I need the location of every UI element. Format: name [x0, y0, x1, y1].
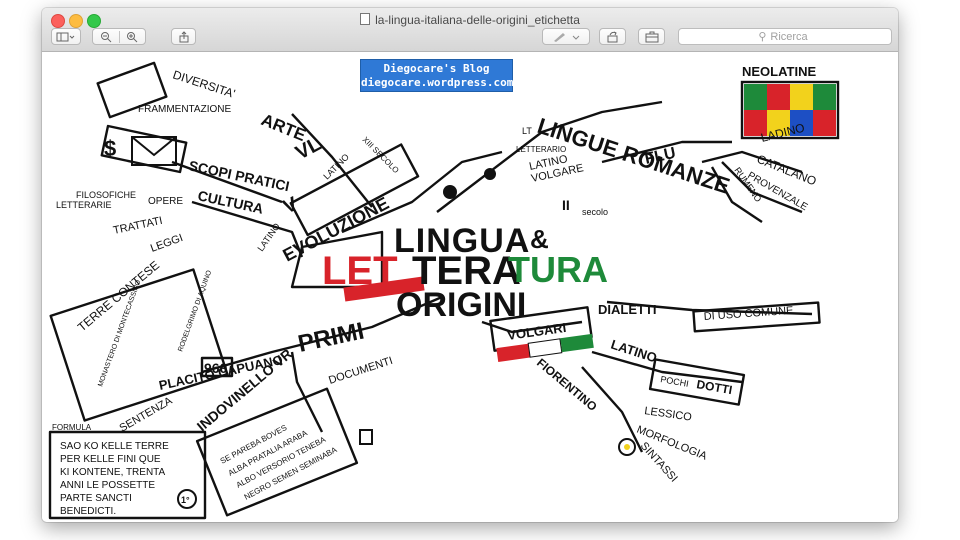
- daisy-center-icon: [624, 444, 630, 450]
- formula-line-1: SAO KO KELLE TERRE: [60, 441, 169, 452]
- search-placeholder: Ricerca: [770, 31, 807, 43]
- sidebar-icon: [56, 32, 76, 42]
- rotate-button[interactable]: [599, 28, 626, 45]
- lt-label: LT: [522, 126, 532, 136]
- v-label: V: [280, 193, 302, 219]
- primi-label: PRIMI: [296, 318, 367, 358]
- pochi-label: POCHI: [660, 374, 690, 389]
- document-icon: [360, 13, 370, 25]
- center-let: LET: [322, 249, 398, 293]
- markup-button[interactable]: [542, 28, 590, 45]
- dollar-icon: $: [104, 136, 116, 161]
- mind-map-drawing: $ LINGUA & LET TERA TURA PRIMI ORIGINI E…: [42, 52, 898, 522]
- formula-line-6: BENEDICTI.: [60, 506, 116, 517]
- formula-line-3: KI KONTENE, TRENTA: [60, 467, 166, 478]
- origini-label: ORIGINI: [396, 286, 526, 324]
- window-title: la-lingua-italiana-delle-origini_etichet…: [42, 12, 898, 28]
- preview-window: la-lingua-italiana-delle-origini_etichet…: [42, 8, 898, 522]
- search-field[interactable]: ⚲ Ricerca: [678, 28, 892, 45]
- toolbox-icon: [645, 31, 659, 43]
- diversita-label: DIVERSITA': [171, 68, 237, 101]
- envelope-icon: [132, 137, 176, 165]
- share-button[interactable]: [171, 28, 196, 45]
- mind-map-image: Diegocare's Blog diegocare.wordpress.com: [42, 52, 898, 522]
- neolatine-label: NEOLATINE: [742, 64, 816, 79]
- latino-volgari-label: LATINO: [609, 337, 659, 366]
- zoom-in-button[interactable]: [120, 31, 146, 43]
- opere-label: OPERE: [148, 196, 183, 207]
- letterario-label: LETTERARIO: [516, 145, 566, 154]
- year-label: 960: [204, 360, 228, 376]
- formula-line-5: PARTE SANCTI: [60, 493, 132, 504]
- lessico-label: LESSICO: [644, 405, 693, 424]
- trattati-label: TRATTATI: [112, 215, 164, 237]
- xiii-label: XIII SECOLO: [361, 135, 401, 175]
- rodelgrimo-label: RODELGRIMO DI AQUINO: [177, 269, 213, 353]
- zoom-out-icon: [100, 31, 112, 43]
- rotate-icon: [606, 31, 620, 43]
- sidebar-toggle-button[interactable]: [51, 28, 81, 45]
- leggi-label: LEGGI: [149, 232, 185, 255]
- title-bar: la-lingua-italiana-delle-origini_etichet…: [42, 8, 898, 52]
- zoom-segmented-control: [92, 28, 146, 45]
- search-icon: ⚲: [758, 30, 766, 43]
- letterarie-label: LETTERARIE: [56, 200, 112, 210]
- zoom-out-button[interactable]: [93, 31, 120, 43]
- share-icon: [178, 31, 190, 43]
- markup-icon: [551, 31, 581, 43]
- documenti-label: DOCUMENTI: [327, 355, 394, 387]
- formula-line-4: ANNI LE POSSETTE: [60, 480, 155, 491]
- medal-label: 1°: [181, 495, 190, 505]
- fiorentino-label: FIORENTINO: [534, 356, 600, 414]
- document-small-icon: [360, 430, 372, 444]
- terre-contese-label: TERRE CONTESE: [75, 258, 162, 334]
- formula-label: FORMULA: [52, 423, 92, 432]
- toolbox-button[interactable]: [638, 28, 665, 45]
- quill-icon: [484, 168, 496, 180]
- scholar-icon: [443, 185, 457, 199]
- secolo-label: secolo: [582, 207, 608, 217]
- di-uso-comune-label: DI USO COMUNE: [703, 305, 793, 323]
- zoom-in-icon: [126, 31, 138, 43]
- frammentazione-label: FRAMMENTAZIONE: [138, 104, 231, 115]
- center-tura: TURA: [508, 249, 608, 290]
- window-title-text: la-lingua-italiana-delle-origini_etichet…: [375, 13, 580, 27]
- dialetti-label: DIALETTI: [598, 302, 657, 317]
- formula-line-2: PER KELLE FINI QUE: [60, 454, 161, 465]
- ii-secolo-label: II: [562, 197, 570, 213]
- filosofiche-label: FILOSOFICHE: [76, 190, 136, 200]
